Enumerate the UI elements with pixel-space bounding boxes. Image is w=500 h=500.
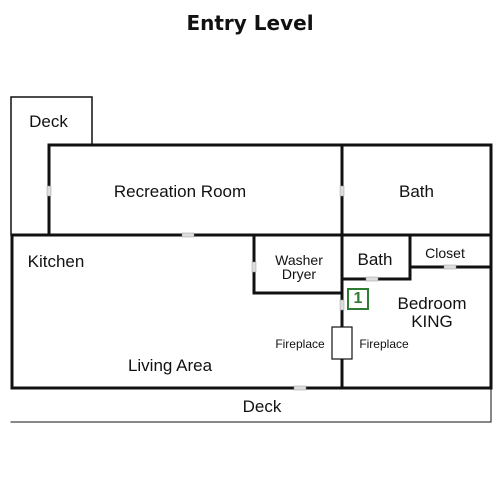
room-label-bath-lower: Bath [357,250,393,269]
door-rec-left [46,185,52,197]
door-bedroom [339,299,345,311]
bedroom-number-badge: 1 [347,288,369,310]
room-label-bedroom: Bedroom [397,294,467,313]
washer-dryer-wall [252,233,344,295]
label-fireplace-left: Fireplace [275,337,325,351]
door-closet [443,264,457,270]
room-label-deck-top: Deck [29,112,68,131]
room-label-bed-size: KING [411,312,453,331]
fireplace-box [331,326,353,360]
page-title: Entry Level [186,11,314,35]
room-label-bath-upper: Bath [399,182,434,201]
door-small-bath [365,276,379,282]
lower-block-wall [10,233,493,390]
door-rec-bath [339,185,345,197]
small-bath-wall [340,233,412,281]
deck-top-outline [10,96,93,236]
door-rec-kitchen [181,232,195,238]
room-label-dryer: Dryer [281,266,317,282]
room-label-deck-bottom: Deck [242,397,282,416]
room-label-living-area: Living Area [127,356,213,375]
door-living-deck [293,385,307,391]
door-washer [251,261,257,273]
label-fireplace-right: Fireplace [359,337,409,351]
room-label-recreation: Recreation Room [113,182,247,201]
room-label-kitchen: Kitchen [27,252,85,271]
room-label-washer: Washer [275,252,323,268]
room-label-closet: Closet [425,245,465,261]
